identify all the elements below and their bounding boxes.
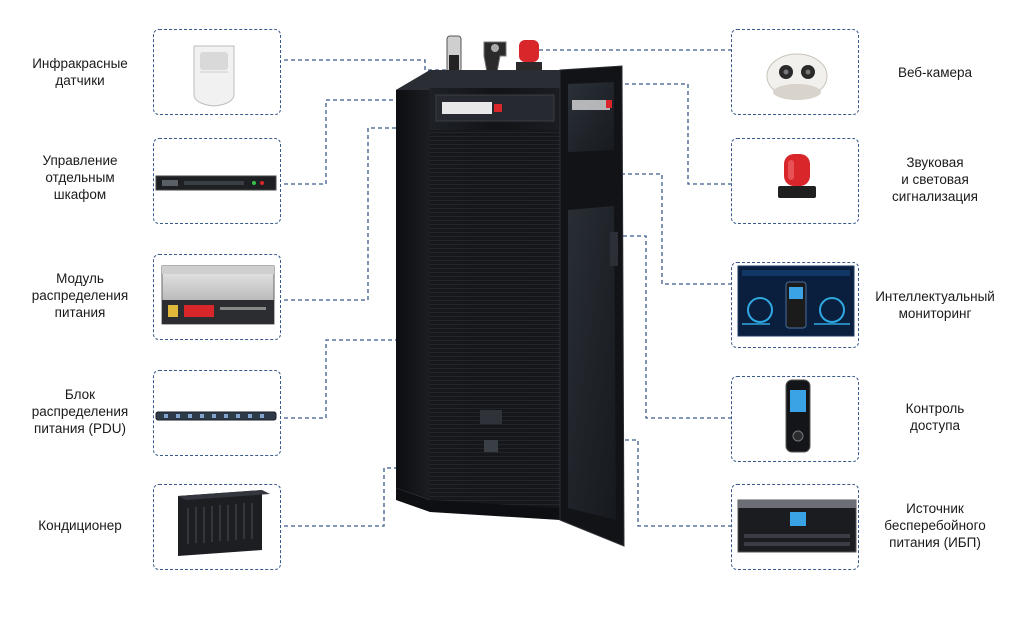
connector-mgmt	[284, 99, 412, 185]
label-pdu: Блок распределения питания (PDU)	[31, 387, 129, 436]
label-access-control: Контроль доступа	[905, 401, 965, 433]
label-sound-light-alarm: Звуковая и световая сигнализация	[892, 155, 978, 204]
ac-unit-frame	[153, 484, 281, 570]
access-control-frame	[731, 376, 859, 462]
label-webcam: Веб-камера	[897, 65, 973, 80]
webcam-frame	[731, 29, 859, 115]
connector-pdu	[284, 339, 402, 419]
top-beacon-device	[516, 40, 542, 70]
label-cabinet-management: Управление отдельным шкафом	[42, 153, 118, 202]
label-air-conditioner: Кондиционер	[38, 518, 122, 533]
top-camera-device	[483, 41, 507, 79]
server-cabinet	[396, 35, 625, 547]
cabinet-side	[396, 70, 430, 500]
monitoring-screen-frame	[731, 262, 859, 348]
label-power-distribution-module: Модуль распределения питания	[31, 271, 129, 320]
connector-ir	[284, 59, 455, 71]
top-sensor-device	[446, 35, 462, 73]
mgmt-unit-frame	[153, 138, 281, 224]
connector-mon	[586, 173, 732, 285]
label-ups: Источник бесперебойного питания (ИБП)	[884, 501, 986, 550]
ir-sensor-frame	[153, 29, 281, 115]
label-smart-monitoring: Интеллектуальный мониторинг	[875, 289, 995, 321]
pdu-strip-frame	[153, 370, 281, 456]
label-ir-sensors: Инфракрасные датчики	[32, 56, 128, 88]
alarm-beacon-frame	[731, 138, 859, 224]
cabinet-top	[396, 70, 570, 90]
connector-acc	[620, 235, 732, 419]
ups-unit-frame	[731, 484, 859, 570]
pdm-unit-frame	[153, 254, 281, 340]
